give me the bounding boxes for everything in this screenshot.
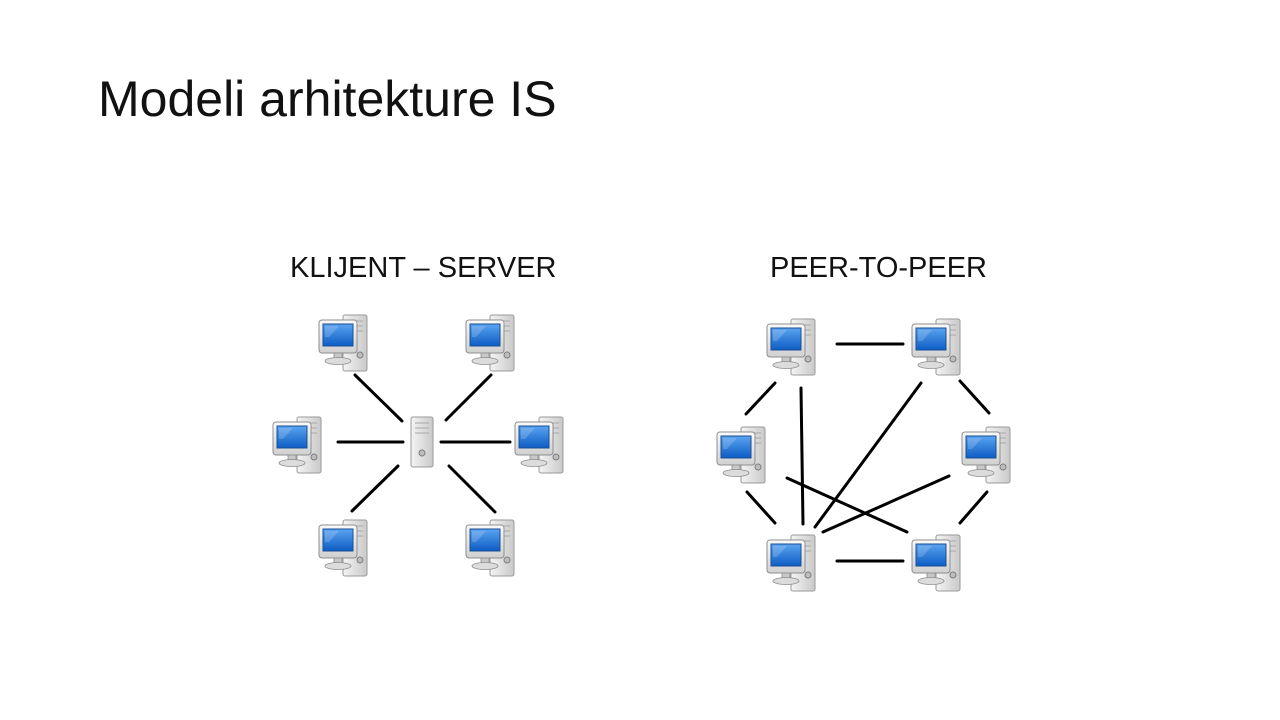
connection-line	[813, 381, 923, 529]
client-server-connections	[336, 373, 512, 514]
connection-line	[958, 490, 989, 525]
slide-title: Modeli arhitekture IS	[98, 71, 557, 127]
connection-line	[444, 373, 493, 422]
workstation-icon	[911, 534, 961, 592]
connection-line	[958, 379, 991, 415]
connection-line	[785, 476, 909, 534]
workstation-icon	[514, 416, 564, 474]
workstation-icon	[465, 519, 515, 577]
server-tower-icon	[410, 416, 434, 468]
connection-line	[821, 474, 951, 534]
connection-line	[353, 373, 404, 423]
workstation-icon	[766, 318, 816, 376]
workstation-icon	[961, 426, 1011, 484]
connection-line	[744, 381, 777, 416]
peer-to-peer-label: PEER-TO-PEER	[770, 252, 988, 284]
workstation-icon	[318, 519, 368, 577]
connection-line	[447, 464, 497, 514]
workstation-icon	[766, 534, 816, 592]
peer-to-peer-connections	[744, 342, 991, 563]
workstation-icon	[716, 426, 766, 484]
workstation-icon	[911, 318, 961, 376]
client-server-nodes	[272, 314, 564, 577]
connection-line	[350, 464, 400, 513]
connection-line	[799, 386, 805, 526]
connection-line	[745, 490, 777, 525]
peer-to-peer-nodes	[716, 318, 1011, 592]
workstation-icon	[318, 314, 368, 372]
workstation-icon	[465, 314, 515, 372]
client-server-label: KLIJENT – SERVER	[290, 252, 557, 284]
workstation-icon	[272, 416, 322, 474]
